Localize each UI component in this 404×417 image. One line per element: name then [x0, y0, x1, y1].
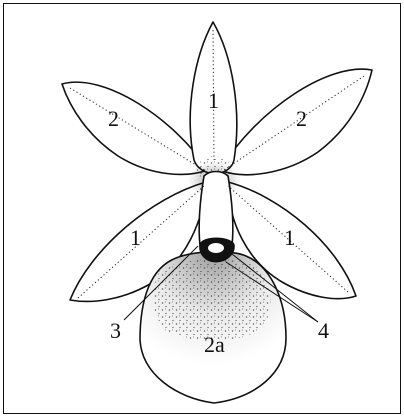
- label-lateral-sepal-left: 1: [130, 225, 141, 250]
- lip-dots: [153, 259, 271, 341]
- label-dorsal-sepal: 1: [208, 88, 219, 113]
- label-lateral-sepal-right: 1: [284, 225, 295, 250]
- label-petal-left: 2: [108, 106, 119, 131]
- anther-highlight: [208, 243, 224, 253]
- label-lip: 2a: [204, 332, 225, 357]
- label-petal-right: 2: [296, 106, 307, 131]
- label-callout-3: 3: [110, 318, 121, 343]
- label-callout-4: 4: [318, 318, 329, 343]
